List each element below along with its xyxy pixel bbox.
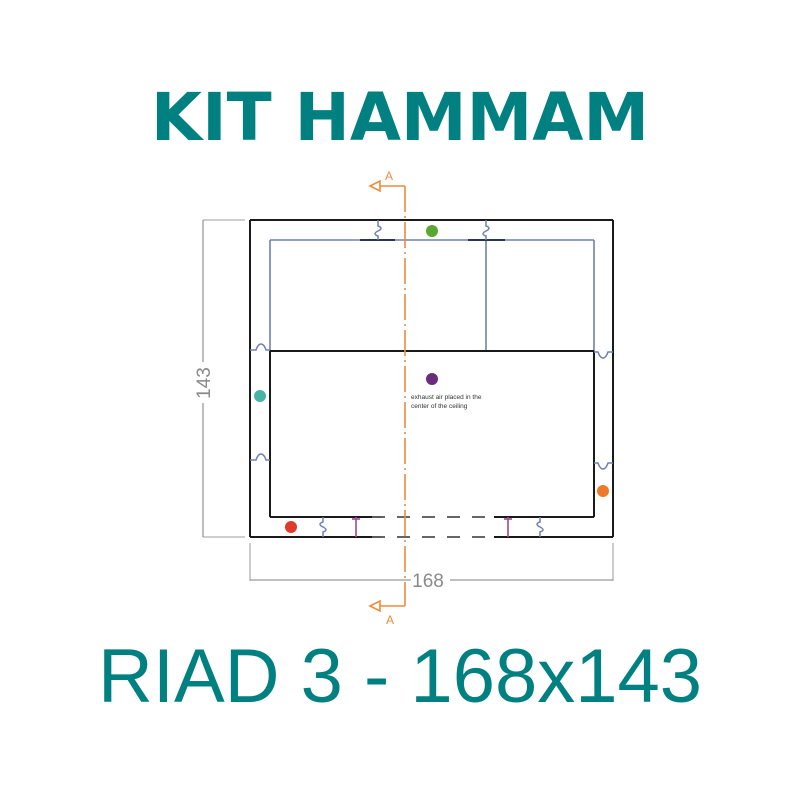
width-dimension-label: 168 [412,571,444,592]
section-label-top: A [385,169,393,183]
page-title: KIT HAMMAM [150,79,650,156]
width-dimension: 168 [249,543,614,592]
exhaust-note-line1: exhaust air placed in the [411,394,482,401]
model-label: RIAD 3 - 168x143 [97,634,703,719]
inner-panel-walls [269,239,595,351]
door-posts [352,517,512,537]
panel-joints [250,220,613,537]
height-dimension: 143 [194,219,245,538]
exhaust-note-line2: center of the ceiling [411,403,468,410]
section-line-a [368,179,406,613]
green-marker [426,225,438,237]
orange-marker [597,485,609,497]
red-marker [285,521,297,533]
section-label-bottom: A [386,613,394,627]
door-opening [372,516,494,538]
outer-walls [249,219,614,538]
height-dimension-label: 143 [194,367,215,399]
teal-marker [254,390,266,402]
inner-walls [269,219,595,518]
purple-marker [426,373,438,385]
